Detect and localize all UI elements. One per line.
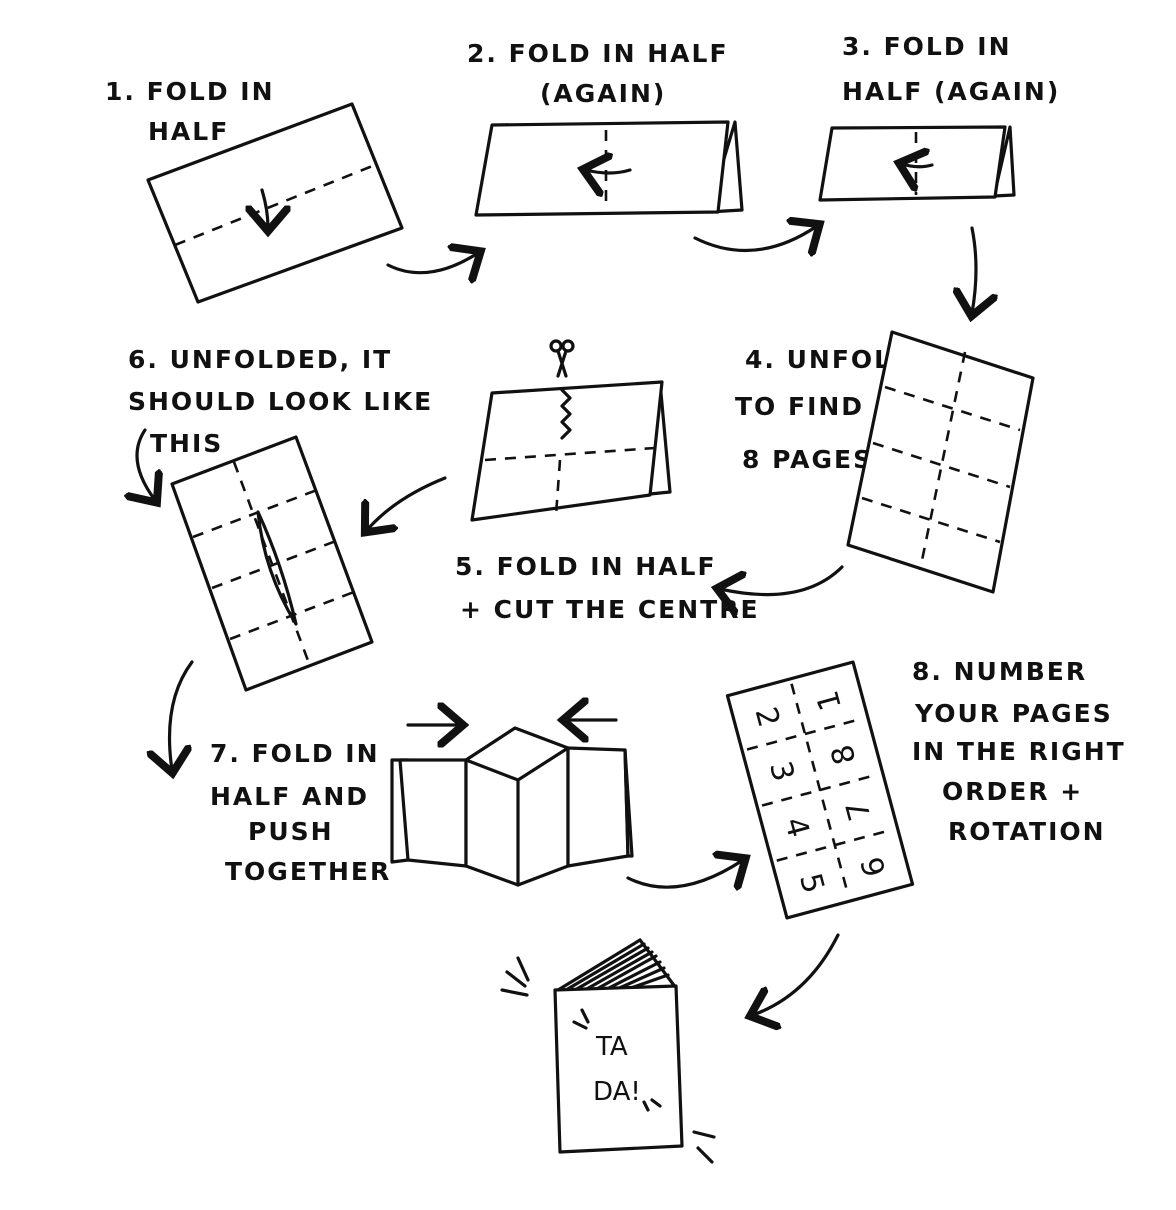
step-6-unfolded: 6. UNFOLDED, IT SHOULD LOOK LIKE THIS xyxy=(128,345,433,692)
step-4-unfold-8-pages: 4. UNFOLD TO FIND 8 PAGES xyxy=(735,330,1035,594)
finished-booklet: TA DA! xyxy=(500,938,716,1164)
paper-sheet xyxy=(146,102,404,304)
step-3-fold-in-half-again: 3. FOLD IN HALF (AGAIN) xyxy=(818,32,1060,202)
step-7-label-line-3: PUSH xyxy=(248,817,334,846)
step-6-label-line-1: 6. UNFOLDED, IT xyxy=(128,345,392,374)
flow-arrow-3-4 xyxy=(972,226,976,313)
step-4-label-line-3: 8 PAGES xyxy=(742,445,873,474)
step-7-label-line-1: 7. FOLD IN xyxy=(210,739,380,768)
flow-arrow-1-2 xyxy=(386,253,478,273)
pointer-arrow xyxy=(137,428,155,500)
step-1-label-line-1: 1. FOLD IN xyxy=(105,77,275,106)
step-8-number-pages: 8. NUMBER YOUR PAGES IN THE RIGHT ORDER … xyxy=(725,657,1126,920)
step-5-label-line-1: 5. FOLD IN HALF xyxy=(455,552,717,581)
flow-arrow-7-8 xyxy=(626,860,743,887)
flow-arrow-2-3 xyxy=(693,226,817,251)
flow-arrow-5-6 xyxy=(367,476,447,530)
step-5-label-line-2: + CUT THE CENTRE xyxy=(460,595,760,624)
step-8-label-line-5: ROTATION xyxy=(948,817,1106,846)
step-7-label-line-4: TOGETHER xyxy=(225,857,391,886)
step-6-label-line-2: SHOULD LOOK LIKE xyxy=(128,387,433,416)
step-2-label-line-1: 2. FOLD IN HALF xyxy=(467,39,729,68)
sparkle-icon-small xyxy=(572,1008,662,1112)
booklet-text-ta: TA xyxy=(595,1032,628,1062)
step-3-label-line-1: 3. FOLD IN xyxy=(842,32,1012,61)
flow-arrow-4-5 xyxy=(720,565,844,595)
scissors-icon xyxy=(549,339,575,378)
fold-arrow-icon xyxy=(586,170,632,173)
step-8-label-line-2: YOUR PAGES xyxy=(914,699,1113,728)
step-2-label-line-2: (AGAIN) xyxy=(540,79,666,108)
step-8-label-line-4: ORDER + xyxy=(942,777,1083,806)
flow-arrow-6-7 xyxy=(170,660,194,770)
step-7-push-together: 7. FOLD IN HALF AND PUSH TOGETHER xyxy=(210,720,634,887)
step-5-fold-and-cut: 5. FOLD IN HALF + CUT THE CENTRE xyxy=(455,339,760,624)
step-1-fold-in-half: 1. FOLD IN HALF xyxy=(105,77,404,304)
fold-arrow-icon xyxy=(262,188,268,228)
sparkle-icon xyxy=(500,956,716,1164)
centre-slit xyxy=(256,510,298,626)
flow-arrow-8-booklet xyxy=(753,933,840,1015)
step-1-label-line-2: HALF xyxy=(148,117,229,146)
step-4-label-line-2: TO FIND xyxy=(735,392,864,421)
step-8-label-line-1: 8. NUMBER xyxy=(912,657,1087,686)
step-2-fold-in-half-again: 2. FOLD IN HALF (AGAIN) xyxy=(467,39,744,217)
step-6-label-line-3: THIS xyxy=(150,429,223,458)
step-7-label-line-2: HALF AND xyxy=(210,782,369,811)
booklet-text-da: DA! xyxy=(593,1077,641,1107)
step-3-label-line-2: HALF (AGAIN) xyxy=(842,77,1060,106)
cut-line xyxy=(560,388,572,440)
fold-arrow-icon xyxy=(902,164,934,167)
step-8-label-line-3: IN THE RIGHT xyxy=(912,737,1126,766)
